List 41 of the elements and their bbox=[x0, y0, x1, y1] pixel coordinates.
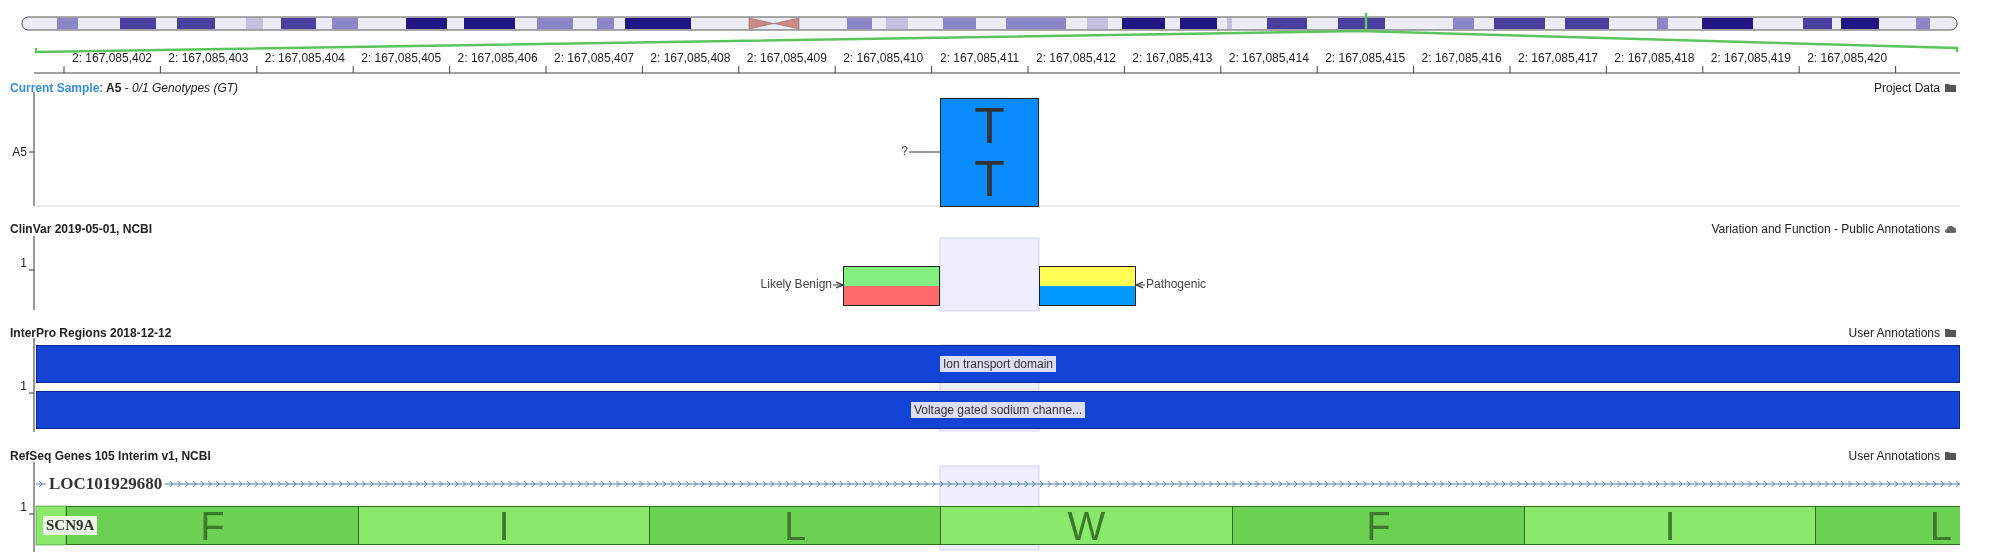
sample-caption: Current Sample: bbox=[10, 81, 104, 95]
variant-box bbox=[1039, 266, 1136, 306]
domain-bar bbox=[36, 391, 1960, 429]
allele-letter: T bbox=[974, 155, 1005, 204]
amino-acid-letter: F bbox=[200, 505, 225, 546]
arrow bbox=[832, 281, 844, 289]
gene-name: SCN9A bbox=[43, 516, 98, 535]
domain-name: Ion transport domain bbox=[939, 356, 1057, 372]
allele-letter: T bbox=[974, 101, 1005, 150]
domain-name: Voltage gated sodium channe... bbox=[910, 402, 1086, 418]
domain-bar bbox=[36, 345, 1960, 383]
exon-segment bbox=[940, 506, 1232, 545]
amino-acid-letter: I bbox=[1664, 505, 1676, 546]
exon-segment bbox=[1815, 506, 1960, 545]
axis-label: 1 bbox=[20, 379, 27, 393]
exon-segment bbox=[358, 506, 649, 545]
axis-label: 1 bbox=[20, 256, 27, 270]
leader-line bbox=[908, 151, 941, 153]
variant-box bbox=[843, 266, 940, 306]
data-source-label: Variation and Function - Public Annotations bbox=[1711, 222, 1940, 236]
amino-acid-letter: L bbox=[1929, 505, 1953, 546]
genotype-marker: ? bbox=[894, 144, 908, 160]
data-source-label: User Annotations bbox=[1848, 449, 1940, 463]
axis-label: A5 bbox=[12, 145, 27, 159]
significance-label: Pathogenic bbox=[1146, 277, 1226, 293]
genotype-box bbox=[940, 98, 1039, 207]
data-source-label: User Annotations bbox=[1848, 326, 1940, 340]
arrow bbox=[1135, 281, 1146, 289]
exon-segment bbox=[649, 506, 940, 545]
sample-name: A5 - 0/1 Genotypes (GT) bbox=[106, 81, 239, 95]
exon-segment bbox=[1524, 506, 1815, 545]
amino-acid-letter: I bbox=[498, 505, 510, 546]
amino-acid-letter: W bbox=[1067, 505, 1106, 546]
axis-label: 1 bbox=[20, 500, 27, 514]
amino-acid-letter: F bbox=[1366, 505, 1391, 546]
significance-label: Likely Benign bbox=[738, 277, 832, 293]
track-title: ClinVar 2019-05-01, NCBI bbox=[10, 222, 153, 236]
data-source-label: Project Data bbox=[1873, 81, 1940, 95]
exon-segment bbox=[1232, 506, 1524, 545]
track-title: RefSeq Genes 105 Interim v1, NCBI bbox=[10, 449, 211, 463]
amino-acid-letter: L bbox=[783, 505, 807, 546]
